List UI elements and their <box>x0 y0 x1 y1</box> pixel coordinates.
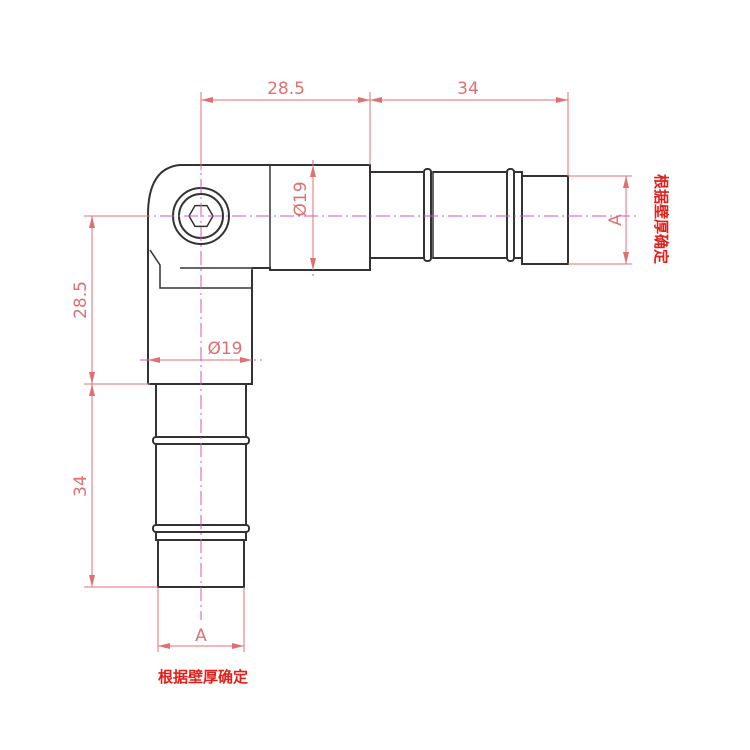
dim-label-bottom-a: A <box>195 626 207 646</box>
arrow-icon <box>89 216 95 228</box>
vertical-body-block <box>148 270 253 385</box>
horizontal-tube <box>370 171 424 259</box>
arrow-icon <box>148 357 160 363</box>
dim-label-diameter-body: Ø19 <box>207 339 242 359</box>
arrow-icon <box>623 252 629 264</box>
dimension-lines <box>84 92 632 652</box>
note-bottom-wall-thickness: 根据壁厚确定 <box>158 668 248 686</box>
inner-body-contour <box>149 249 253 289</box>
vertical-tube-mid <box>155 444 247 525</box>
dim-label-top-right: 34 <box>457 79 479 99</box>
arrow-icon <box>232 643 244 649</box>
o-ring-right-2 <box>506 168 515 262</box>
arrow-icon <box>89 372 95 384</box>
arrow-icon <box>89 384 95 396</box>
arrow-icon <box>240 357 252 363</box>
dimension-labels: 28.5 34 Ø19 Ø19 28.5 34 A A <box>71 79 626 646</box>
hinge-head <box>147 164 216 384</box>
horizontal-tube-mid <box>433 171 507 259</box>
notes: 根据壁厚确定 根据壁厚确定 <box>158 174 670 686</box>
arrow-icon <box>310 165 316 177</box>
note-right-wall-thickness: 根据壁厚确定 <box>652 174 670 264</box>
dim-label-top-left: 28.5 <box>267 79 305 99</box>
elbow-connector-outline <box>147 164 569 588</box>
arrow-icon <box>201 97 213 103</box>
vertical-tube <box>155 384 247 437</box>
horizontal-arm-block <box>216 164 371 271</box>
dim-label-left-upper: 28.5 <box>71 281 91 319</box>
arrow-icon <box>310 258 316 270</box>
dim-label-right-a: A <box>606 214 626 226</box>
tube-end-right <box>521 175 569 265</box>
arrow-icon <box>158 643 170 649</box>
arrow-icon <box>89 575 95 587</box>
centerlines <box>112 155 640 620</box>
o-ring-right-1-gap <box>430 171 434 259</box>
arrow-icon <box>370 97 382 103</box>
arrow-icon <box>556 97 568 103</box>
arrow-icon <box>358 97 370 103</box>
o-ring-right-1 <box>423 168 432 262</box>
arrow-icon <box>623 176 629 188</box>
tube-step-right <box>513 171 523 259</box>
dim-label-left-lower: 34 <box>71 475 91 497</box>
dim-label-diameter-arm: Ø19 <box>291 181 311 216</box>
